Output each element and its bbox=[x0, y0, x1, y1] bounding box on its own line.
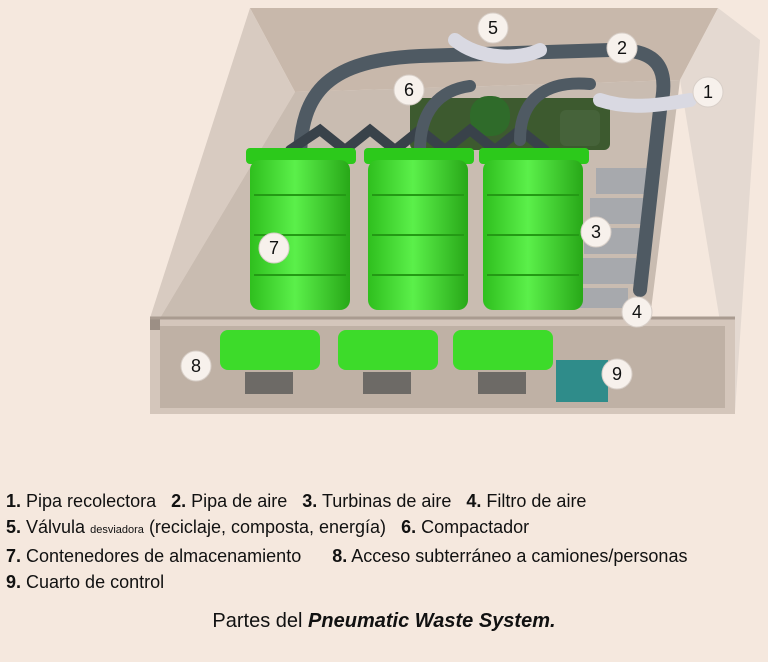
figure-caption: Partes del Pneumatic Waste System. bbox=[0, 610, 768, 633]
legend-item-2: 2. Pipa de aire bbox=[171, 491, 288, 511]
legend-item-5: 5. Válvula desviadora (reciclaje, compos… bbox=[6, 517, 387, 537]
callout-2: 2 bbox=[606, 32, 638, 64]
svg-text:8: 8 bbox=[191, 356, 201, 376]
legend-item-3: 3. Turbinas de aire bbox=[302, 491, 452, 511]
svg-text:7: 7 bbox=[269, 238, 279, 258]
legend-row-2: 5. Válvula desviadora (reciclaje, compos… bbox=[6, 514, 768, 543]
callout-6: 6 bbox=[393, 74, 425, 106]
callout-5: 5 bbox=[477, 12, 509, 44]
svg-text:9: 9 bbox=[612, 364, 622, 384]
legend-item-4: 4. Filtro de aire bbox=[466, 491, 587, 511]
legend-item-9: 9. Cuarto de control bbox=[6, 572, 165, 592]
svg-text:6: 6 bbox=[404, 80, 414, 100]
svg-text:3: 3 bbox=[591, 222, 601, 242]
svg-text:2: 2 bbox=[617, 38, 627, 58]
legend-item-7: 7. Contenedores de almacenamiento bbox=[6, 546, 302, 566]
truck-access bbox=[245, 372, 526, 394]
svg-text:1: 1 bbox=[703, 82, 713, 102]
svg-text:5: 5 bbox=[488, 18, 498, 38]
legend-row-3: 7. Contenedores de almacenamiento 8. Acc… bbox=[6, 543, 768, 569]
legend-item-8: 8. Acceso subterráneo a camiones/persona… bbox=[332, 546, 688, 566]
callout-7: 7 bbox=[258, 232, 290, 264]
caption-emphasis: Pneumatic Waste System. bbox=[308, 610, 556, 632]
legend-row-4: 9. Cuarto de control bbox=[6, 569, 768, 595]
callout-1: 1 bbox=[692, 76, 724, 108]
storage-container-1 bbox=[220, 148, 356, 370]
storage-container-3 bbox=[453, 148, 589, 370]
pneumatic-waste-system-diagram: 1 2 3 4 5 6 7 8 9 bbox=[150, 8, 760, 414]
storage-container-2 bbox=[338, 148, 474, 370]
callout-8: 8 bbox=[180, 350, 212, 382]
pipes bbox=[285, 33, 697, 297]
legend: 1. Pipa recolectora 2. Pipa de aire 3. T… bbox=[6, 488, 768, 595]
storage-containers bbox=[220, 148, 589, 370]
callout-9: 9 bbox=[601, 358, 633, 390]
legend-row-1: 1. Pipa recolectora 2. Pipa de aire 3. T… bbox=[6, 488, 768, 514]
callout-3: 3 bbox=[580, 216, 612, 248]
legend-item-6: 6. Compactador bbox=[401, 517, 530, 537]
control-room bbox=[556, 360, 608, 402]
callout-4: 4 bbox=[621, 296, 653, 328]
caption-prefix: Partes del bbox=[212, 610, 303, 632]
legend-item-1: 1. Pipa recolectora bbox=[6, 491, 157, 511]
callouts: 1 2 3 4 5 6 7 8 9 bbox=[180, 12, 724, 390]
svg-text:4: 4 bbox=[632, 302, 642, 322]
